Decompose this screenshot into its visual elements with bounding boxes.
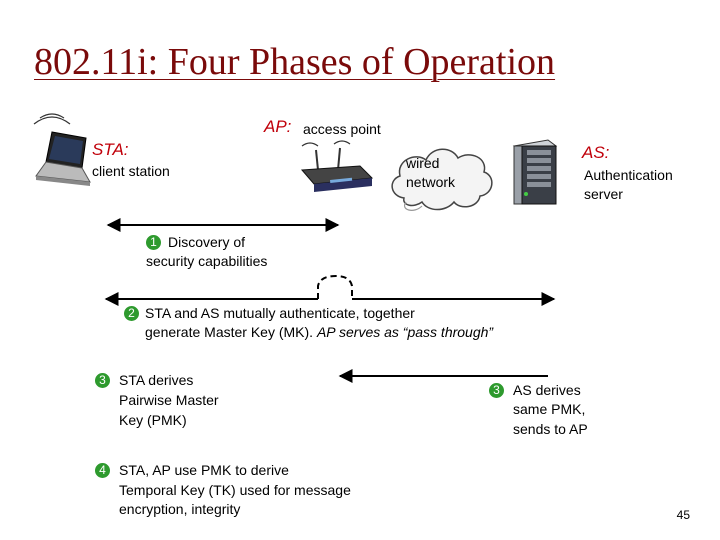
- ap-label: AP:: [264, 117, 292, 136]
- phase2-line2: generate Master Key (MK). AP serves as “…: [145, 323, 493, 342]
- ap-description: access point: [303, 121, 381, 137]
- phase2-line2-italic: AP serves as “pass through”: [316, 324, 494, 340]
- phase4-line3: encryption, integrity: [119, 501, 241, 517]
- phase3-as-line3: sends to AP: [513, 421, 588, 437]
- as-label: AS:: [582, 143, 610, 162]
- phase1-line2: security capabilities: [146, 253, 268, 269]
- phase3-as-line2: same PMK,: [513, 401, 586, 417]
- phase4-line2: Temporal Key (TK) used for message: [119, 482, 351, 498]
- phase4-line1: STA, AP use PMK to derive: [119, 462, 289, 478]
- sta-label: STA:: [92, 140, 129, 159]
- phase2-line2-plain: generate Master Key (MK).: [145, 324, 317, 340]
- step-badge-3-as: 3: [489, 383, 504, 398]
- wireless-router-icon: [300, 140, 374, 192]
- step-badge-4: 4: [95, 463, 110, 478]
- page-number: 45: [676, 508, 690, 522]
- phase2-line1: STA and AS mutually authenticate, togeth…: [145, 305, 415, 321]
- phase3-sta-line1: STA derives: [119, 372, 194, 388]
- phase3-sta-line2: Pairwise Master: [119, 392, 219, 408]
- phase3-sta-line3: Key (PMK): [119, 412, 187, 428]
- network-label-line1: wired: [406, 155, 440, 171]
- as-description-line1: Authentication: [584, 167, 673, 183]
- phase1-line1: Discovery of: [168, 234, 246, 250]
- server-icon: [512, 139, 558, 205]
- step-badge-1: 1: [146, 235, 161, 250]
- phase3-as-line1: AS derives: [513, 382, 581, 398]
- phase2-arrow: [104, 274, 556, 306]
- step-badge-3-sta: 3: [95, 373, 110, 388]
- slide-title: 802.11i: Four Phases of Operation: [34, 41, 556, 83]
- as-description-line2: server: [584, 186, 623, 202]
- cloud-icon: [391, 148, 493, 211]
- laptop-icon: [33, 113, 91, 186]
- network-label-line2: network: [406, 174, 456, 190]
- sta-description: client station: [92, 163, 170, 179]
- step-badge-2: 2: [124, 306, 139, 321]
